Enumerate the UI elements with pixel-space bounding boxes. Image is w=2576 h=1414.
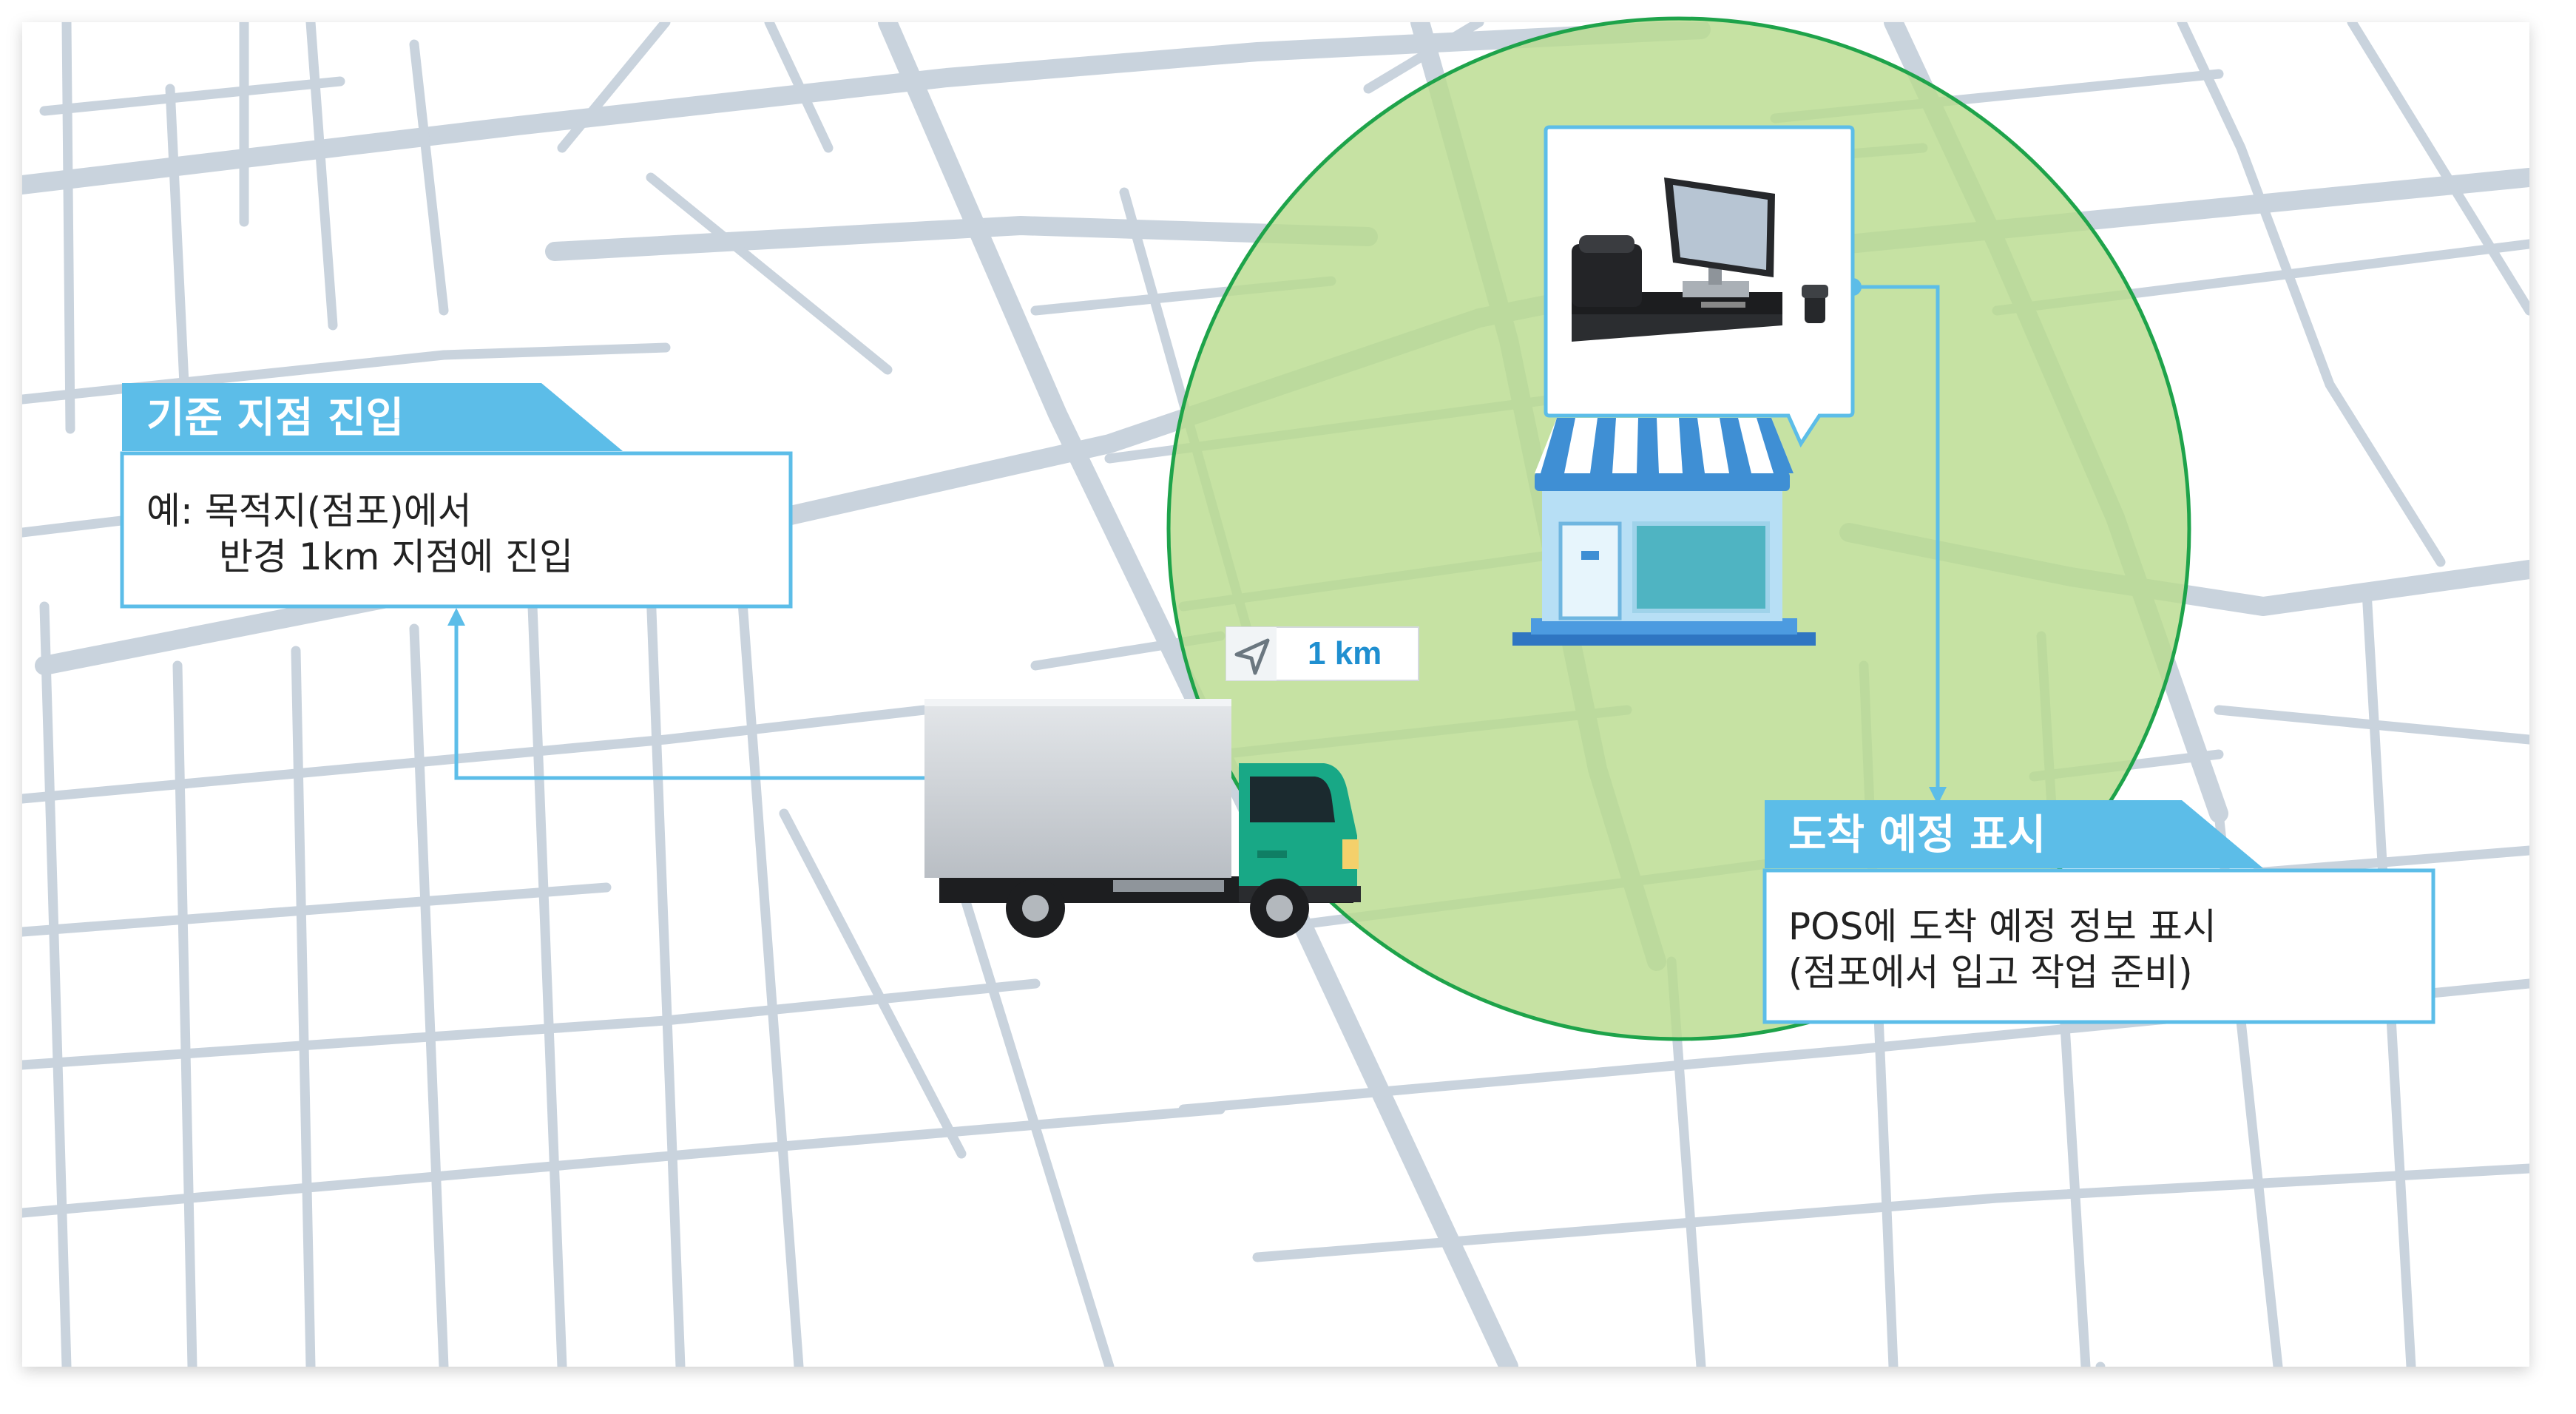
entry-callout-line-1: 예: 목적지(점포)에서	[146, 490, 472, 532]
entry-callout-line-2: 반경 1km 지점에 진입	[219, 535, 574, 578]
pos-to-arrival-connector	[1853, 285, 1940, 793]
entry-connector-arrowhead	[447, 608, 465, 626]
arrival-callout-title-bar	[1765, 800, 2263, 868]
arrival-callout-line-1: POS에 도착 예정 정보 표시	[1788, 905, 2217, 948]
entry-callout-body-box	[120, 451, 793, 609]
arrival-callout-title: 도착 예정 표시	[1788, 811, 2046, 859]
truck-icon	[924, 699, 1361, 938]
radius-badge	[1226, 626, 1419, 681]
store-icon	[1512, 418, 1816, 646]
arrival-callout	[1762, 800, 2435, 1024]
pos-terminal-bubble	[1544, 125, 1855, 448]
arrival-callout-body-box	[1762, 868, 2435, 1024]
truck-to-entry-connector	[454, 620, 1007, 780]
entry-callout-title: 기준 지점 진입	[146, 394, 405, 442]
arrival-connector-arrowhead	[1929, 787, 1947, 805]
arrival-callout-line-2: (점포에서 입고 작업 준비)	[1788, 951, 2193, 994]
navigation-arrow-icon	[1234, 638, 1270, 675]
entry-callout-title-bar	[122, 383, 623, 451]
radius-badge-label: 1 km	[1308, 635, 1382, 672]
pos-terminal-icon	[1572, 177, 1828, 342]
entry-callout	[120, 383, 793, 609]
